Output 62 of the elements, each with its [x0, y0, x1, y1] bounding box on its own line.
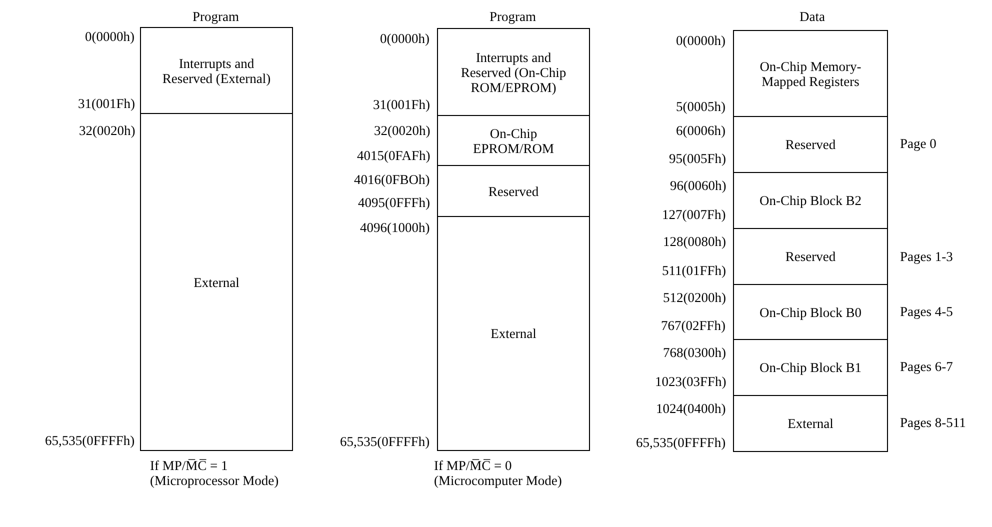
memory-region: [437, 165, 590, 217]
address-label: 1024(0400h): [656, 400, 726, 416]
region-name: On-Chip Block B2: [758, 193, 862, 208]
mode-note: If MP/M̅C̅ = 0 (Microcomputer Mode): [434, 458, 563, 488]
page-label: Page 0: [900, 136, 936, 150]
region-name: Reserved: [784, 137, 837, 152]
address-label: 512(0200h): [663, 290, 726, 304]
page-label: Pages 6-7: [900, 358, 953, 374]
region-name: Interrupts and Reserved (On-Chip ROM/EPROM): [460, 50, 568, 94]
address-label: 5(0005h): [676, 98, 726, 114]
address-label: 95(005Fh): [669, 150, 726, 166]
region-name: Interrupts and Reserved (External): [161, 56, 272, 86]
address-label: 4016(0FBOh): [354, 172, 430, 186]
region-name: On-Chip Block B1: [758, 360, 862, 375]
address-label: 4015(0FAFh): [357, 148, 430, 162]
memory-region: [733, 172, 888, 229]
address-label: 96(0060h): [670, 178, 726, 192]
region-name: On-Chip Memory-Mapped Registers: [758, 58, 862, 88]
column-heading: Data: [800, 8, 825, 24]
region-name: External: [786, 416, 834, 431]
region-name: Reserved: [784, 249, 837, 264]
region-name: On-Chip EPROM/ROM: [472, 126, 556, 156]
memory-region: [733, 395, 888, 452]
memory-region: [437, 216, 590, 451]
memory-region: [733, 284, 888, 340]
address-label: 4095(0FFFh): [358, 194, 430, 210]
region-name: On-Chip Block B0: [758, 304, 862, 320]
memory-region: [733, 116, 888, 173]
page-label: Pages 8-511: [900, 414, 966, 430]
memory-region: [437, 115, 590, 166]
address-label: 511(01FFh): [662, 262, 726, 278]
address-label: 127(007Fh): [662, 206, 726, 222]
address-label: 0(0000h): [380, 30, 430, 46]
address-label: 65,535(0FFFFh): [340, 434, 430, 448]
address-label: 32(0020h): [374, 122, 430, 138]
address-label: 4096(1000h): [360, 220, 430, 234]
address-label: 65,535(0FFFFh): [636, 434, 726, 450]
memory-region: [437, 28, 590, 116]
memory-region: [140, 27, 293, 114]
region-name: Reserved: [487, 184, 540, 198]
address-label: 1023(03FFh): [655, 374, 726, 388]
address-label: 65,535(0FFFFh): [45, 432, 135, 448]
memory-region: [733, 30, 888, 117]
region-name: External: [490, 326, 538, 341]
memory-region: [733, 339, 888, 396]
page-label: Pages 4-5: [900, 304, 953, 318]
address-label: 6(0006h): [676, 122, 726, 138]
address-label: 767(02FFh): [661, 318, 726, 332]
column-heading: Program: [192, 8, 239, 24]
column-heading: Program: [490, 8, 536, 24]
address-label: 128(0080h): [663, 234, 726, 248]
address-label: 0(0000h): [676, 32, 726, 48]
address-label: 31(001Fh): [373, 96, 430, 112]
region-name: External: [192, 274, 240, 290]
memory-region: [140, 113, 293, 451]
address-label: 32(0020h): [79, 122, 136, 138]
address-label: 768(0300h): [663, 344, 726, 360]
memory-region: [733, 228, 888, 285]
page-label: Pages 1-3: [900, 248, 953, 264]
mode-note: If MP/M̅C̅ = 1 (Microprocessor Mode): [150, 458, 280, 488]
address-label: 0(0000h): [85, 28, 134, 44]
address-label: 31(001Fh): [78, 96, 135, 110]
